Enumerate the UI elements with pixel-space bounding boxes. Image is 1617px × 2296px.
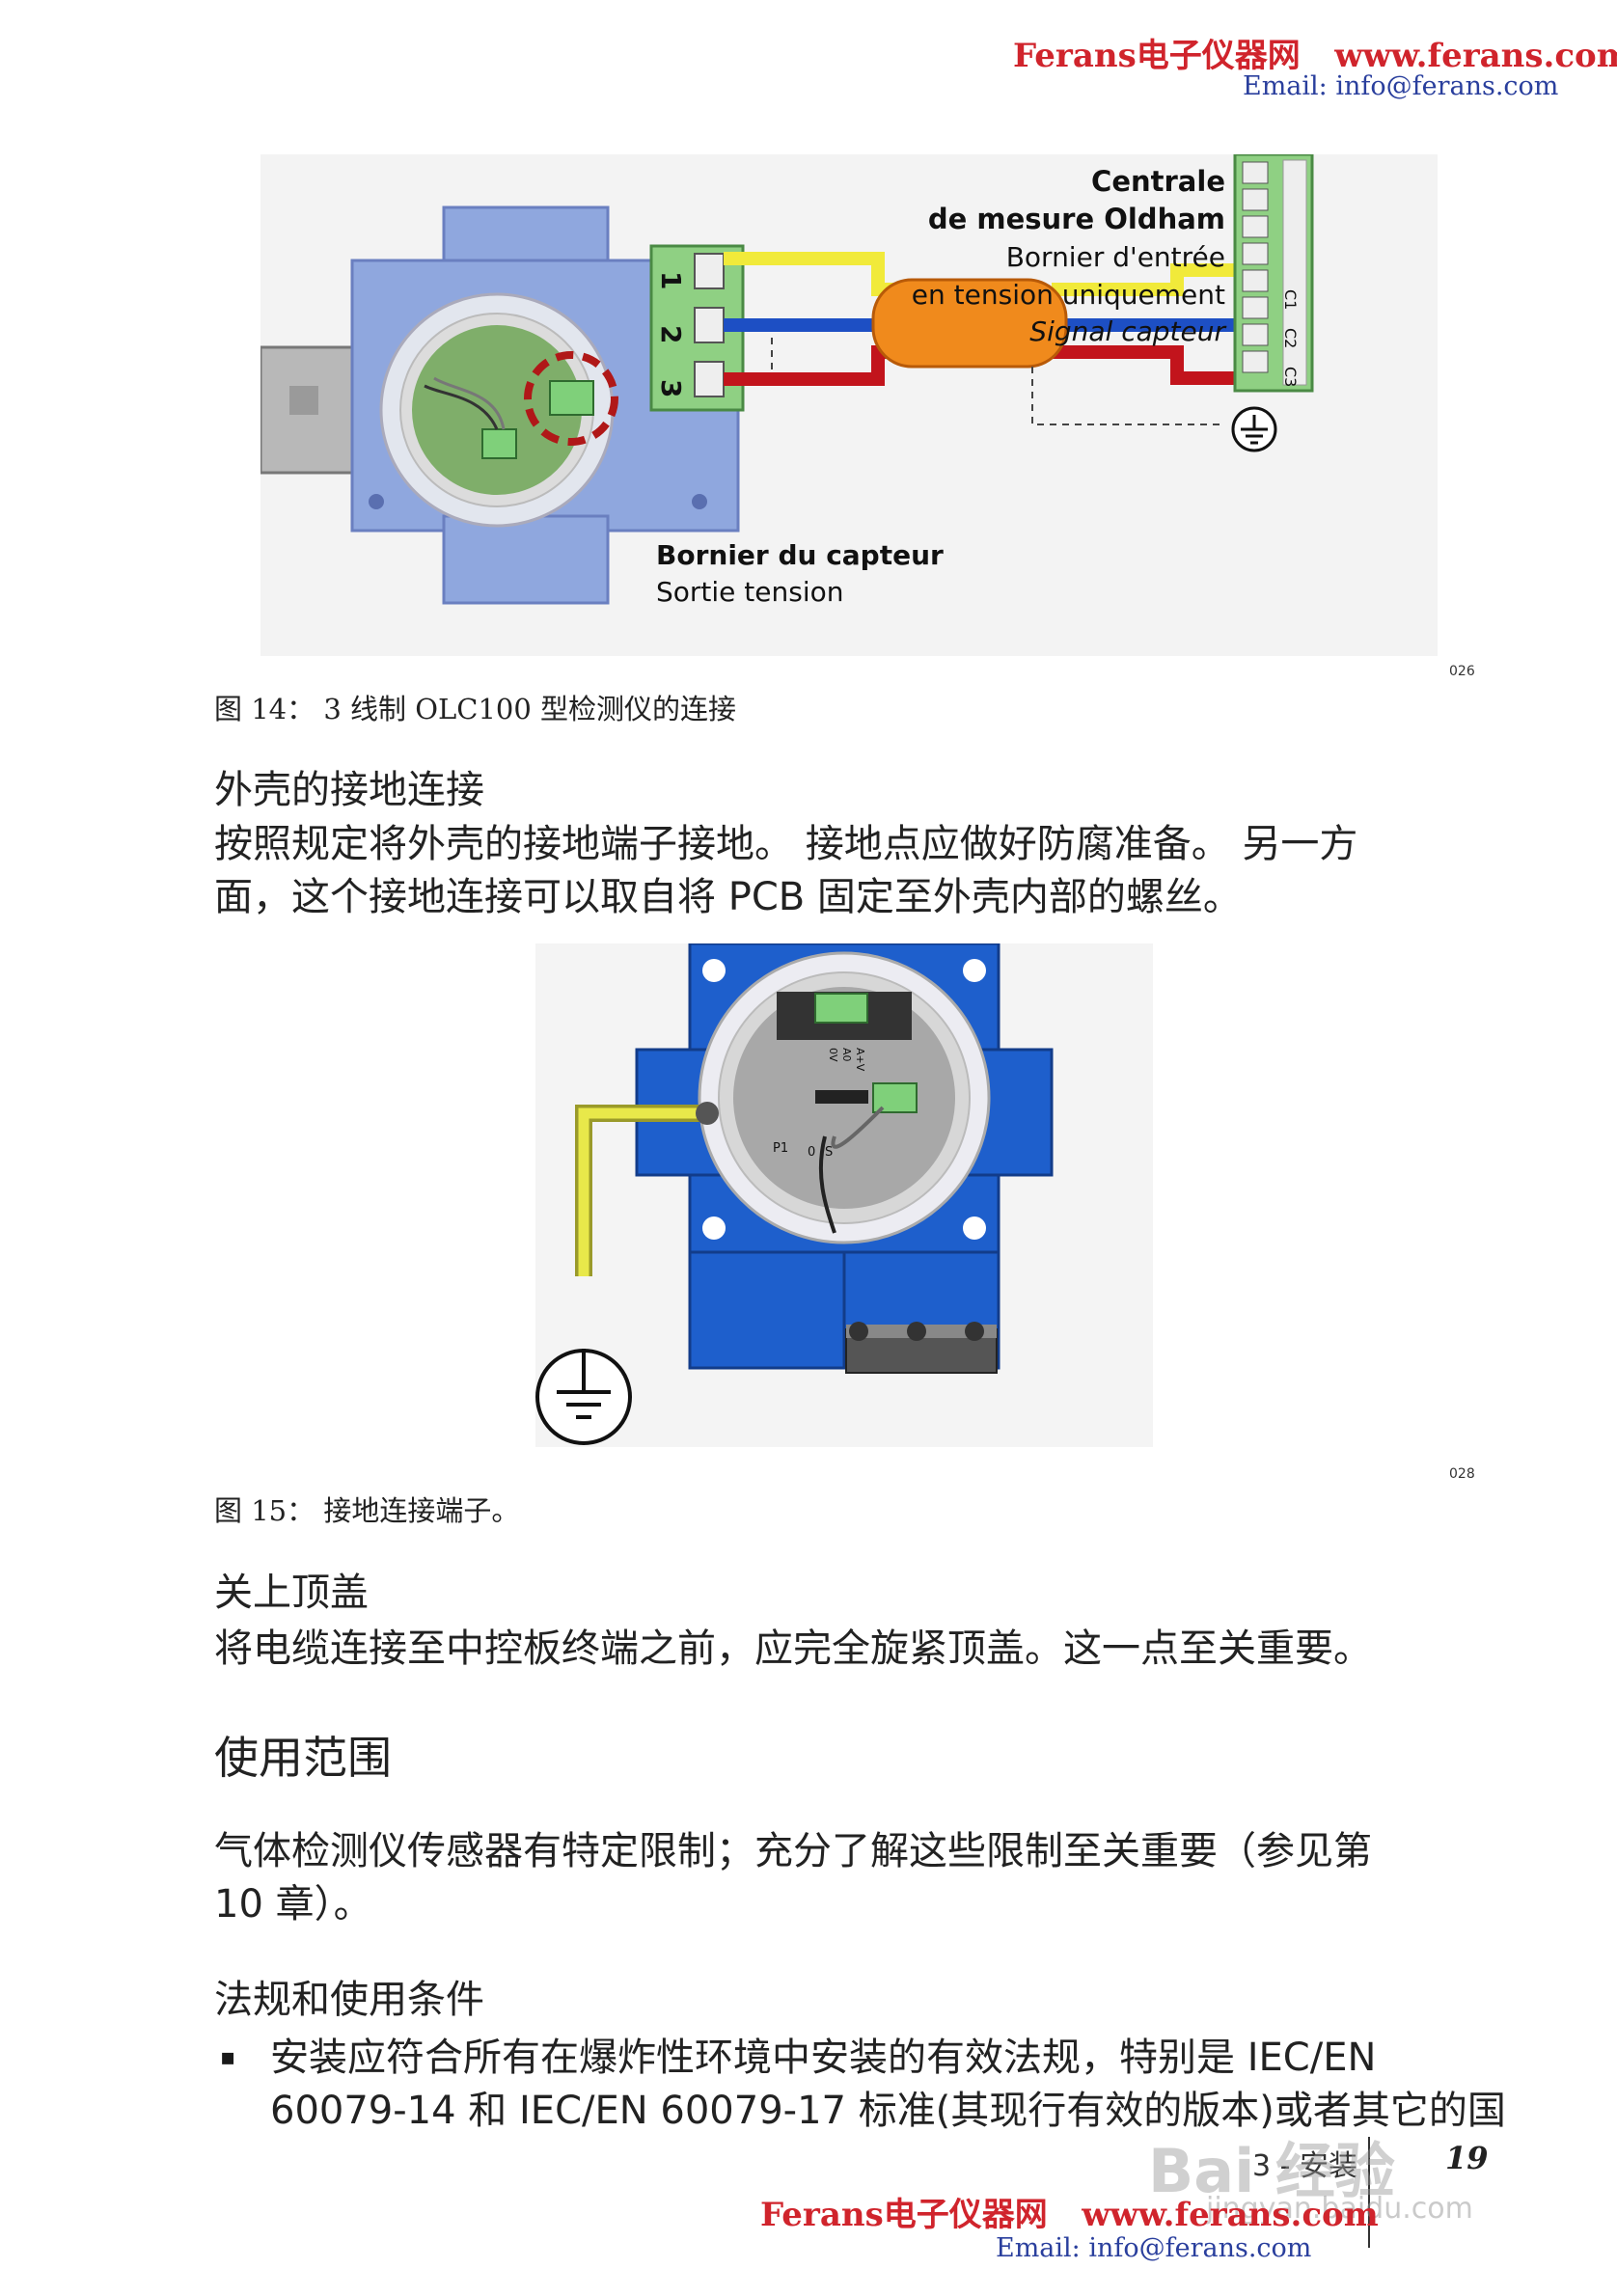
paragraph-line: 气体检测仪传感器有特定限制；充分了解这些限制至关重要（参见第	[214, 1829, 1372, 1873]
terminal-number-1: 1	[655, 271, 687, 289]
controller-label-3: Bornier d'entrée	[1006, 241, 1225, 273]
terminal-number-3: 3	[655, 379, 687, 397]
pcb-label-0: 0	[808, 1145, 815, 1160]
figure-14-svg: 1 2 3 C1	[259, 152, 1438, 656]
section-usage-title: 使用范围	[214, 1732, 392, 1784]
figure-15-code: 028	[1449, 1466, 1475, 1482]
section-usage-text: 气体检测仪传感器有特定限制；充分了解这些限制至关重要（参见第 10 章）。	[214, 1825, 1488, 1931]
header-brand-text: Ferans电子仪器网	[1013, 37, 1301, 75]
footer-section-label: 3 - 安装	[1252, 2149, 1357, 2183]
header-brand-top: Ferans电子仪器网 www.ferans.com	[1013, 29, 1617, 76]
header-url-text[interactable]: www.ferans.com	[1334, 37, 1617, 75]
section-cover-title: 关上顶盖	[214, 1571, 369, 1615]
terminal-c2: C2	[1281, 328, 1300, 348]
section-regulations-title: 法规和使用条件	[214, 1978, 484, 2022]
bullet-line: 60079-14 和 IEC/EN 60079-17 标准(其现行有效的版本)或…	[270, 2089, 1506, 2133]
terminal-c1: C1	[1281, 289, 1300, 310]
footer-page-number: 19	[1445, 2140, 1489, 2176]
pcb-label-0v: 0V	[827, 1048, 839, 1062]
figure-14-code: 026	[1449, 664, 1475, 679]
section-regulations-bullet: 安装应符合所有在爆炸性环境中安装的有效法规，特别是 IEC/EN 60079-1…	[270, 2032, 1506, 2138]
detector-housing	[259, 205, 740, 605]
paragraph-line: 面，这个接地连接可以取自将 PCB 固定至外壳内部的螺丝。	[214, 875, 1242, 919]
controller-label-2: de mesure Oldham	[928, 203, 1225, 235]
figure-15-diagram: P1 0 S A+V A0 0V	[535, 942, 1153, 1447]
pcb-label-p1: P1	[773, 1141, 788, 1156]
watermark-url: jingyan.baidu.com	[1206, 2192, 1473, 2226]
footer-brand-text: Ferans电子仪器网	[760, 2196, 1048, 2234]
pcb-label-s: S	[825, 1145, 833, 1160]
footer-email[interactable]: Email: info@ferans.com	[996, 2233, 1312, 2263]
figure-14-diagram: 1 2 3 C1	[259, 152, 1438, 656]
pcb-label-av: A+V	[854, 1048, 866, 1072]
bullet-line: 安装应符合所有在爆炸性环境中安装的有效法规，特别是 IEC/EN	[270, 2036, 1377, 2080]
paragraph-line: 按照规定将外壳的接地端子接地。 接地点应做好防腐准备。 另一方	[214, 822, 1358, 866]
section-cover-text: 将电缆连接至中控板终端之前，应完全旋紧顶盖。这一点至关重要。	[214, 1626, 1372, 1671]
pcb-label-a0: A0	[840, 1048, 853, 1062]
controller-label-5: Signal capteur	[1029, 315, 1226, 347]
figure-15-svg: P1 0 S A+V A0 0V	[535, 942, 1153, 1447]
figure-15-caption: 图 15： 接地连接端子。	[214, 1494, 520, 1527]
header-brand-bottom: Ferans电子仪器网 www.ferans.com	[760, 2188, 1379, 2235]
controller-label-4: en tension uniquement	[912, 279, 1225, 311]
footer-divider	[1368, 2137, 1370, 2248]
section-grounding-text: 按照规定将外壳的接地端子接地。 接地点应做好防腐准备。 另一方 面，这个接地连接…	[214, 818, 1488, 924]
controller-terminal-block: C1 C2 C3	[1233, 152, 1314, 393]
sensor-block-title: Bornier du capteur	[656, 539, 944, 571]
paragraph-line: 10 章）。	[214, 1882, 372, 1927]
header-email-top[interactable]: Email: info@ferans.com	[1243, 71, 1559, 101]
controller-label-1: Centrale	[1091, 165, 1225, 198]
section-grounding-title: 外壳的接地连接	[214, 768, 484, 812]
sensor-block-sub: Sortie tension	[656, 576, 844, 608]
figure-14-caption: 图 14： 3 线制 OLC100 型检测仪的连接	[214, 693, 737, 725]
footer-url-text[interactable]: www.ferans.com	[1082, 2196, 1379, 2234]
watermark-logo: Bai 经验	[1148, 2136, 1395, 2206]
terminal-c3: C3	[1281, 367, 1300, 387]
terminal-number-2: 2	[655, 325, 687, 343]
cable-wires	[724, 252, 1277, 452]
bullet-icon: ▪	[220, 2043, 236, 2070]
